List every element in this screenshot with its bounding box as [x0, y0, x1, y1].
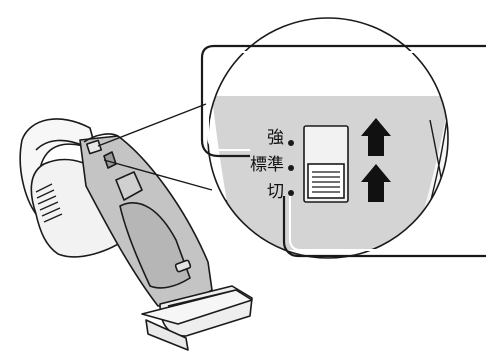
bracket-bottom	[282, 196, 486, 258]
switch-label-standard: 標準	[250, 155, 284, 175]
arrow-up-icon	[361, 118, 391, 156]
switch-label-off: 切	[267, 182, 284, 202]
arrow-up-icon	[361, 164, 391, 202]
callout-lines	[97, 103, 213, 191]
slide-switch-icon	[303, 125, 349, 203]
dust-cup	[119, 202, 191, 289]
switch-knob	[307, 163, 345, 199]
bracket-top	[200, 44, 486, 158]
switch-label-strong: 強	[267, 128, 284, 148]
release-button	[115, 171, 143, 201]
position-dots	[288, 140, 294, 196]
dot-standard	[288, 165, 294, 171]
vent-slits	[35, 183, 63, 223]
dot-off	[288, 190, 294, 196]
dust-cup-latch	[174, 259, 192, 273]
dot-strong	[288, 140, 294, 146]
